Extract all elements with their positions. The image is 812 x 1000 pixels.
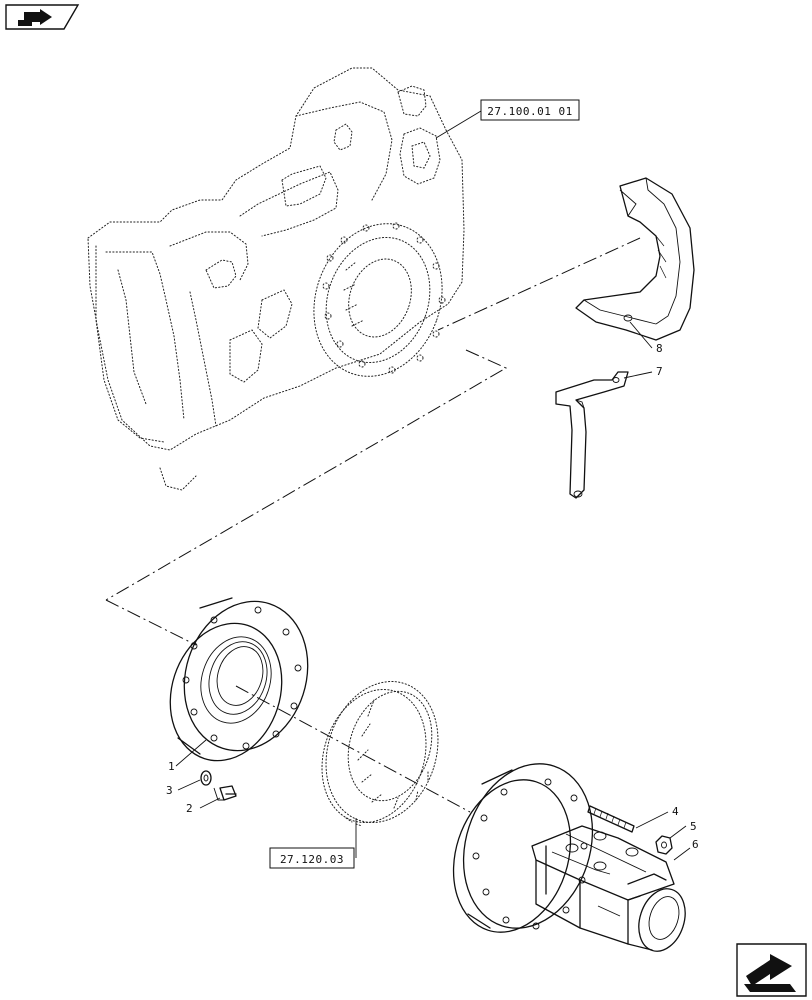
callout-7: 7 [656, 365, 663, 378]
part-5-nut [655, 825, 687, 855]
part-2-bolt [199, 785, 237, 809]
ref-label: 27.120.03 [280, 853, 344, 866]
callout-labels: 1 2 3 4 5 6 7 8 [166, 342, 699, 851]
callout-8: 8 [656, 342, 663, 355]
callout-1: 1 [168, 760, 175, 773]
part-1-bearing-flange [169, 597, 309, 767]
callout-3: 3 [166, 784, 173, 797]
ref-transmission-housing[interactable]: 27.100.01 01 [435, 99, 580, 139]
ref-ring-gear[interactable]: 27.120.03 [269, 847, 355, 869]
assembly-axis-lines [105, 237, 641, 813]
part-6-final-drive-housing [452, 763, 691, 952]
part-4-stud [587, 805, 669, 833]
ring-gear [321, 681, 439, 858]
part-3-washer [177, 770, 212, 791]
callout-4: 4 [672, 805, 679, 818]
callout-5: 5 [690, 820, 697, 833]
part-8-guard-shell [575, 177, 695, 349]
ref-label: 27.100.01 01 [487, 105, 572, 118]
nav-next-icon[interactable] [736, 943, 807, 997]
callout-6: 6 [692, 838, 699, 851]
nav-back-icon[interactable] [5, 4, 80, 30]
callout-2: 2 [186, 802, 193, 815]
part-7-bracket [555, 371, 653, 499]
transmission-housing [87, 67, 465, 491]
